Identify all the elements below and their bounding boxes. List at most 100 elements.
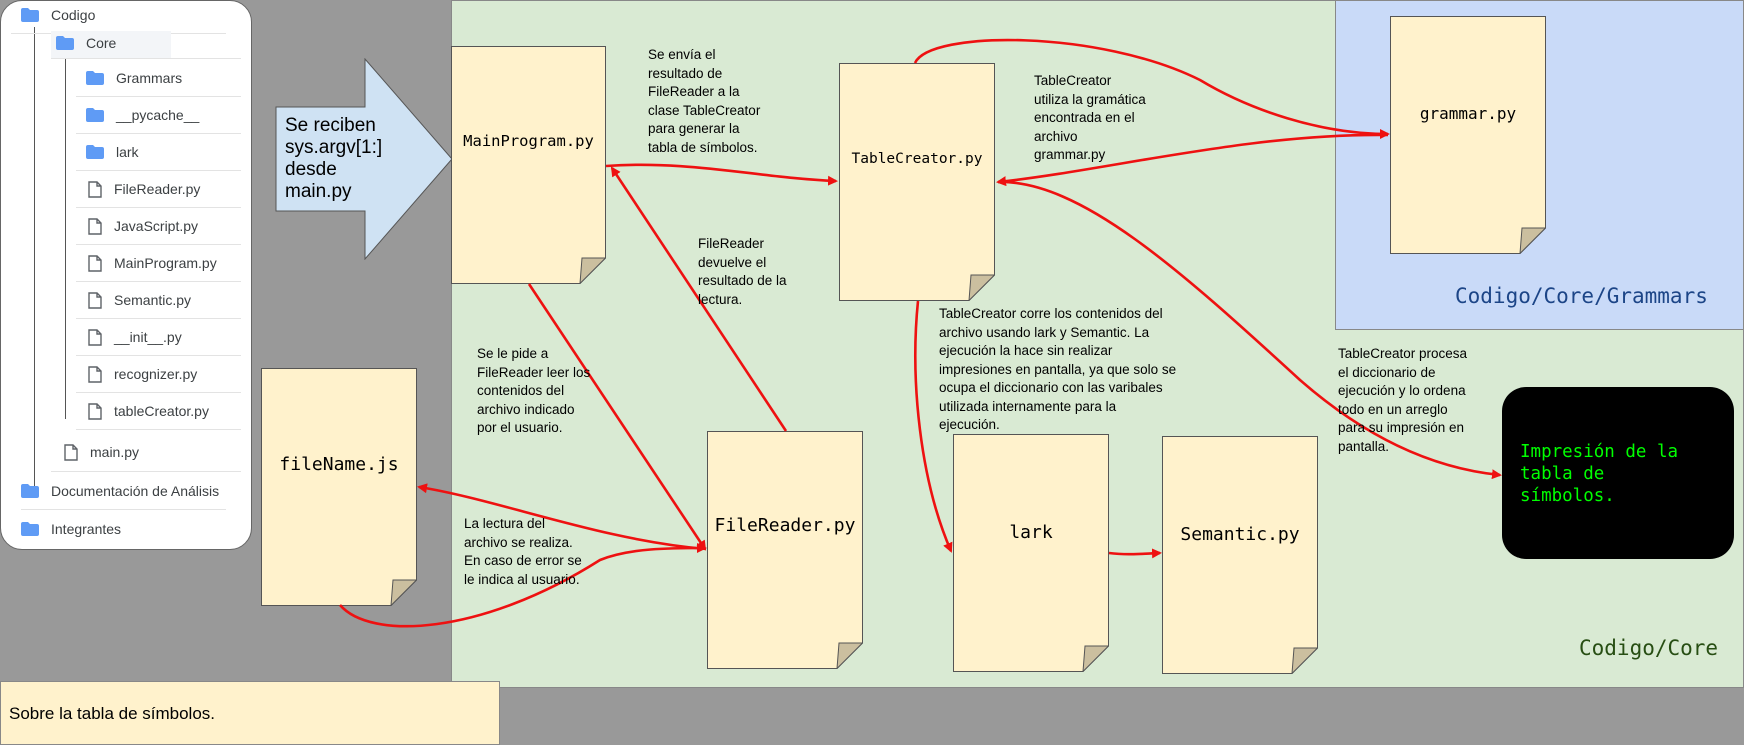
arrow-tablecreator-to-grammar <box>913 38 1390 139</box>
folder-icon <box>86 145 104 159</box>
file-icon <box>88 365 102 383</box>
tree-item-integrantes[interactable]: Integrantes <box>21 512 121 546</box>
document-lark[interactable]: lark <box>953 434 1109 672</box>
core-region-label: Codigo/Core <box>1579 636 1719 660</box>
tree-item-filereader[interactable]: FileReader.py <box>88 172 200 206</box>
tree-item-label: Semantic.py <box>114 292 192 308</box>
arrow-grammar-to-tablecreator <box>996 133 1389 187</box>
input-arrow-label: Se reciben sys.argv[1:] desde main.py <box>285 115 383 202</box>
document-grammar[interactable]: grammar.py <box>1390 16 1546 254</box>
terminal-text: Impresión de la tabla de símbolos. <box>1520 442 1679 506</box>
tree-item-label: lark <box>116 144 139 160</box>
tree-item-label: Documentación de Análisis <box>51 483 220 499</box>
file-icon <box>88 291 102 309</box>
tree-separator <box>76 392 241 393</box>
tree-separator <box>76 244 241 245</box>
file-icon <box>88 217 102 235</box>
bottom-note-text: Sobre la tabla de símbolos. <box>9 704 216 723</box>
folder-icon <box>56 36 74 50</box>
folder-icon <box>86 108 104 122</box>
note-pide-leer: Se le pide a FileReader leer los conteni… <box>477 346 591 435</box>
document-main-program[interactable]: MainProgram.py <box>451 46 606 284</box>
tree-separator <box>51 58 241 59</box>
tree-separator <box>76 281 241 282</box>
note-lectura-realiza: La lectura del archivo se realiza. En ca… <box>464 516 582 587</box>
note-envia-resultado: Se envía el resultado de FileReader a la… <box>648 47 761 155</box>
tree-separator <box>51 471 241 472</box>
tree-item-label: main.py <box>90 444 140 460</box>
folder-icon <box>21 522 39 536</box>
file-icon <box>88 254 102 272</box>
arrow-mainprogram-to-filereader <box>527 283 707 551</box>
tree-separator <box>76 207 241 208</box>
tree-item-init[interactable]: __init__.py <box>88 320 182 354</box>
folder-icon <box>21 484 39 498</box>
document-semantic[interactable]: Semantic.py <box>1162 436 1318 674</box>
document-label: MainProgram.py <box>463 132 594 150</box>
file-icon <box>64 443 78 461</box>
tree-item-pycache[interactable]: __pycache__ <box>86 98 199 132</box>
tree-item-label: JavaScript.py <box>114 218 199 234</box>
arrow-lark-to-semantic <box>1108 548 1162 559</box>
tree-separator <box>76 429 241 430</box>
tree-separator <box>76 133 241 134</box>
tree-item-label: Grammars <box>116 70 183 86</box>
arrow-mainprogram-to-tablecreator <box>605 163 838 186</box>
tree-item-tablecreator[interactable]: tableCreator.py <box>88 394 209 428</box>
tree-item-javascript[interactable]: JavaScript.py <box>88 209 198 243</box>
note-utiliza-gramatica: TableCreator utiliza la gramática encont… <box>1034 73 1146 162</box>
bottom-note-box: Sobre la tabla de símbolos. <box>0 681 500 745</box>
tree-separator <box>76 318 241 319</box>
input-arrow-shape <box>275 58 453 260</box>
tree-item-label: MainProgram.py <box>114 255 217 271</box>
tree-item-label: __pycache__ <box>116 107 200 123</box>
tree-item-grammars[interactable]: Grammars <box>86 61 182 95</box>
document-label: grammar.py <box>1419 104 1517 123</box>
arrow-filereader-to-filename <box>417 483 707 551</box>
tree-item-codigo[interactable]: Codigo <box>21 1 96 32</box>
tree-item-label: Codigo <box>51 7 96 23</box>
tree-guide-line <box>34 27 35 489</box>
tree-item-main[interactable]: main.py <box>64 435 139 469</box>
document-table-creator[interactable]: TableCreator.py <box>839 63 995 301</box>
tree-item-semantic[interactable]: Semantic.py <box>88 283 191 317</box>
tree-separator <box>76 96 241 97</box>
tree-item-label: tableCreator.py <box>114 403 209 419</box>
tree-item-label: __init__.py <box>114 329 182 345</box>
document-label: TableCreator.py <box>851 151 983 167</box>
document-label: fileName.js <box>279 454 399 475</box>
tree-item-label: FileReader.py <box>114 181 201 197</box>
note-corre-contenidos: TableCreator corre los contenidos del ar… <box>939 306 1177 432</box>
document-label: FileReader.py <box>714 515 856 536</box>
file-icon <box>88 328 102 346</box>
tree-item-lark[interactable]: lark <box>86 135 139 169</box>
document-label: lark <box>1009 522 1053 543</box>
tree-item-core[interactable]: Core <box>56 26 116 60</box>
note-devuelve-resultado: FileReader devuelve el resultado de la l… <box>698 236 787 307</box>
tree-item-label: Core <box>86 35 117 51</box>
file-tree-panel: Codigo Core Grammars __pycache__ lark Fi… <box>0 0 252 550</box>
tree-item-label: Integrantes <box>51 521 122 537</box>
terminal-output: Impresión de la tabla de símbolos. <box>1502 387 1734 559</box>
note-procesa-diccionario: TableCreator procesa el diccionario de e… <box>1338 346 1468 454</box>
tree-guide-line <box>65 53 66 419</box>
arrow-filename-to-filereader <box>339 543 707 628</box>
file-icon <box>88 180 102 198</box>
arrow-tablecreator-to-lark <box>914 300 953 553</box>
arrow-filereader-to-mainprogram <box>610 166 788 432</box>
document-file-name[interactable]: fileName.js <box>261 368 417 606</box>
tree-item-mainprogram[interactable]: MainProgram.py <box>88 246 217 280</box>
tree-separator <box>21 509 226 510</box>
tree-item-recognizer[interactable]: recognizer.py <box>88 357 197 391</box>
folder-icon <box>21 8 39 22</box>
tree-item-documentacion[interactable]: Documentación de Análisis <box>21 474 219 508</box>
arrow-tablecreator-to-terminal <box>997 180 1502 480</box>
grammars-region-label: Codigo/Core/Grammars <box>1455 284 1708 308</box>
tree-item-label: recognizer.py <box>114 366 198 382</box>
document-label: Semantic.py <box>1180 524 1300 545</box>
folder-icon <box>86 71 104 85</box>
file-icon <box>88 402 102 420</box>
tree-separator <box>76 355 241 356</box>
document-file-reader[interactable]: FileReader.py <box>707 431 863 669</box>
